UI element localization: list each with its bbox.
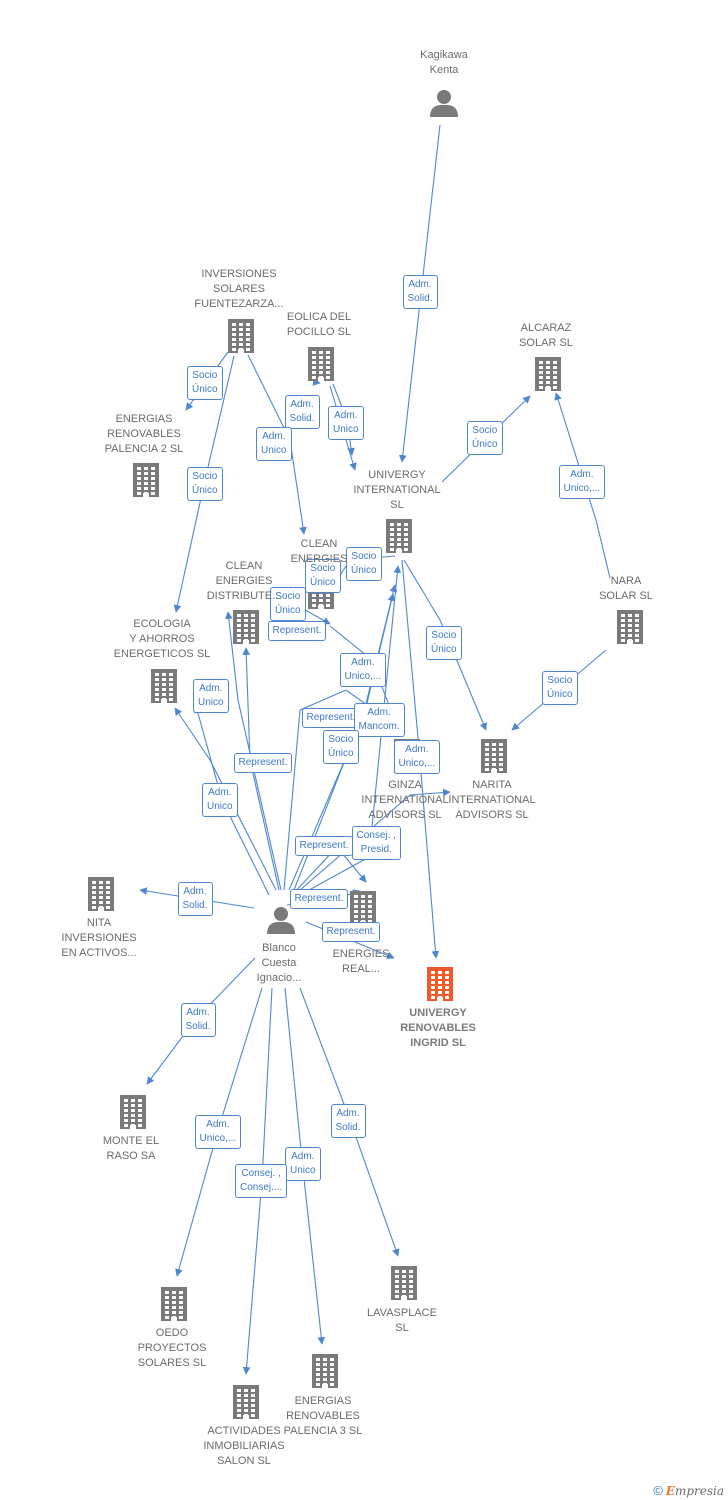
node-label-actividades[interactable]: ACTIVIDADES INMOBILIARIAS SALON SL <box>203 1425 285 1467</box>
edge-label[interactable]: Socio Único <box>426 626 462 660</box>
edge-label[interactable]: Consej. , Consej.... <box>235 1164 288 1198</box>
edge-label[interactable]: Adm. Unico <box>193 679 229 713</box>
edge-label[interactable]: Socio Único <box>542 671 578 705</box>
node-label-energias_p2[interactable]: ENERGIAS RENOVABLES PALENCIA 2 SL <box>104 413 184 455</box>
edge-line <box>283 689 382 891</box>
edge-label[interactable]: Adm. Unico,... <box>393 740 441 774</box>
empresia-footer[interactable]: ©Empresia <box>653 1483 724 1498</box>
building-icon[interactable] <box>535 357 561 391</box>
building-icon[interactable] <box>151 669 177 703</box>
edge-label[interactable]: Adm. Solid. <box>180 1003 216 1037</box>
building-icon[interactable] <box>350 891 376 925</box>
edge-label[interactable]: Represent. <box>321 922 381 942</box>
edge-label[interactable]: Socio Único <box>323 730 359 764</box>
edge-label[interactable]: Represent. <box>301 708 361 728</box>
node-label-alcaraz[interactable]: ALCARAZ SOLAR SL <box>519 322 573 349</box>
edge-label[interactable]: Adm. Unico,... <box>339 653 387 687</box>
edge-label[interactable]: Socio Único <box>270 587 306 621</box>
building-icon[interactable] <box>386 519 412 553</box>
node-label-univergy_ingrid[interactable]: UNIVERGY RENOVABLES INGRID SL <box>400 1007 476 1049</box>
node-label-inv_solares[interactable]: INVERSIONES SOLARES FUENTEZARZA... <box>194 268 284 310</box>
edge-label[interactable]: Adm. Unico,... <box>194 1115 242 1149</box>
building-icon[interactable] <box>133 463 159 497</box>
building-icon[interactable] <box>481 739 507 773</box>
node-label-clean_dist[interactable]: CLEAN ENERGIES DISTRIBUTE... <box>206 560 282 602</box>
edge-label[interactable]: Adm. Solid. <box>330 1104 366 1138</box>
edge-label[interactable]: Socio Único <box>305 559 341 593</box>
node-label-nara[interactable]: NARA SOLAR SL <box>599 575 653 602</box>
building-icon[interactable] <box>312 1354 338 1388</box>
brand-name: mpresia <box>674 1484 724 1498</box>
edge-line <box>312 378 321 386</box>
person-icon[interactable] <box>267 907 295 934</box>
node-label-energias_p3[interactable]: ENERGIAS RENOVABLES PALENCIA 3 SL <box>283 1395 363 1437</box>
edge-label[interactable]: Adm. Unico <box>202 783 238 817</box>
edge-line <box>299 788 451 891</box>
node-label-clean_energies[interactable]: CLEAN ENERGIES <box>290 538 348 565</box>
edge-label[interactable]: Adm. Solid. <box>177 882 213 916</box>
edge-label[interactable]: Socio Único <box>346 547 382 581</box>
edge-label[interactable]: Adm. Unico <box>256 427 292 461</box>
building-icon[interactable] <box>120 1095 146 1129</box>
edge-label[interactable]: Represent. <box>289 889 349 909</box>
node-label-narita[interactable]: NARITA INTERNATIONAL ADVISORS SL <box>448 779 536 821</box>
edge-label[interactable]: Represent. <box>267 621 327 641</box>
building-icon[interactable] <box>233 610 259 644</box>
edge-line <box>174 707 277 891</box>
building-icon[interactable] <box>391 1266 417 1300</box>
building-icon[interactable] <box>228 319 254 353</box>
edge-label[interactable]: Socio Único <box>187 467 223 501</box>
edge-label[interactable]: Adm. Unico,... <box>558 465 606 499</box>
node-label-blanco[interactable]: Blanco Cuesta Ignacio... <box>256 942 302 984</box>
edge-label[interactable]: Adm. Unico <box>328 406 364 440</box>
focus-building-icon[interactable] <box>427 967 453 1001</box>
edge-label[interactable]: Adm. Mancom. <box>353 703 405 737</box>
edge-label[interactable]: Socio Único <box>187 366 223 400</box>
node-label-monte[interactable]: MONTE EL RASO SA <box>102 1135 160 1162</box>
copyright-symbol: © <box>653 1483 663 1498</box>
edge-label[interactable]: Adm. Solid. <box>284 395 320 429</box>
node-label-univergy_int[interactable]: UNIVERGY INTERNATIONAL SL <box>353 469 441 511</box>
person-icon[interactable] <box>430 90 458 117</box>
edge-line <box>403 559 487 731</box>
brand-initial: E <box>665 1484 675 1498</box>
building-icon[interactable] <box>617 610 643 644</box>
building-icon[interactable] <box>88 877 114 911</box>
edge-line <box>554 392 611 579</box>
node-label-ginza[interactable]: GINZA INTERNATIONAL ADVISORS SL <box>361 779 449 821</box>
building-icon[interactable] <box>308 347 334 381</box>
edge-label[interactable]: Socio Único <box>467 421 503 455</box>
edge-label[interactable]: Represent. <box>233 753 293 773</box>
node-label-nita[interactable]: NITA INVERSIONES EN ACTIVOS... <box>61 917 137 959</box>
building-icon[interactable] <box>233 1385 259 1419</box>
node-label-kagikawa[interactable]: Kagikawa Kenta <box>420 49 468 76</box>
edge-line <box>224 611 282 891</box>
building-icon[interactable] <box>161 1287 187 1321</box>
edge-label[interactable]: Adm. Solid. <box>402 275 438 309</box>
edge-label[interactable]: Adm. Unico <box>285 1147 321 1181</box>
node-label-eolica[interactable]: EOLICA DEL POCILLO SL <box>286 311 352 338</box>
edge-label[interactable]: Represent. <box>294 836 354 856</box>
edge-label[interactable]: Consej. , Presid. <box>351 826 401 860</box>
node-label-ecologia[interactable]: ECOLOGIA Y AHORROS ENERGETICOS SL <box>113 618 211 660</box>
node-label-lavasplace[interactable]: LAVASPLACE SL <box>367 1307 437 1334</box>
node-label-energies_real[interactable]: ENERGIES REAL... <box>332 948 390 975</box>
node-label-oedo[interactable]: OEDO PROYECTOS SOLARES SL <box>137 1327 207 1369</box>
